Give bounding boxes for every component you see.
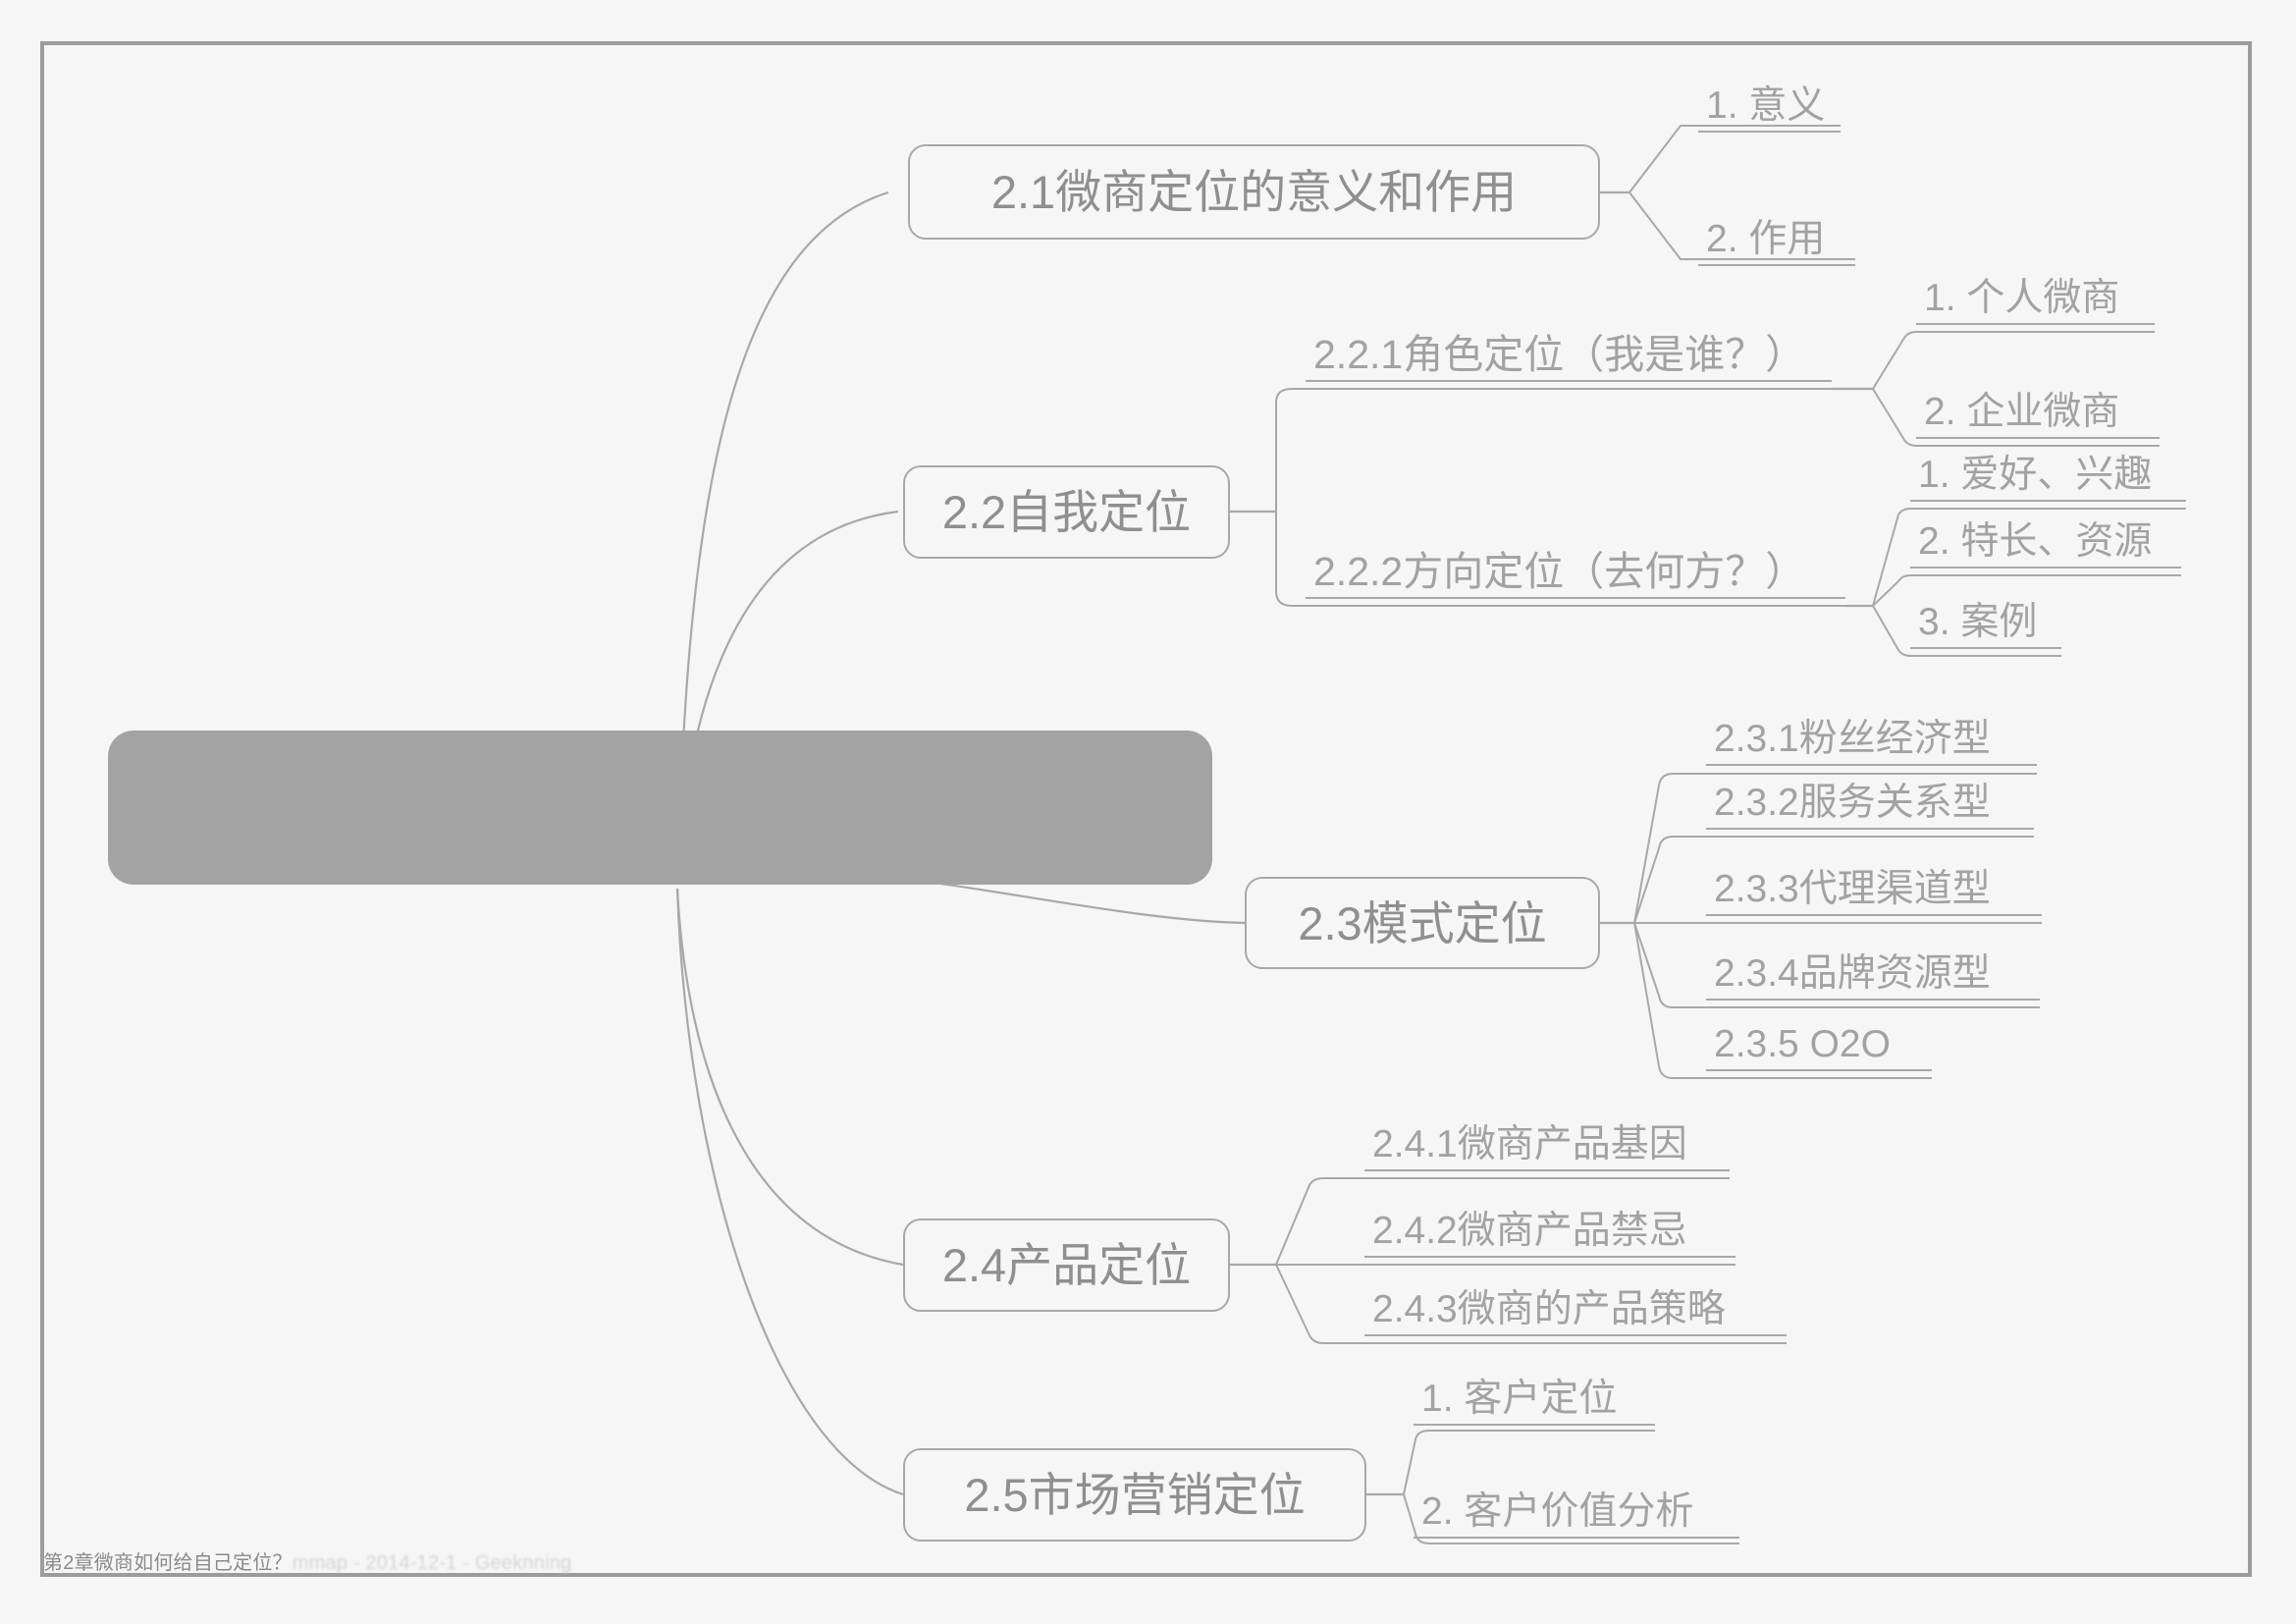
leaf-2-4-child-3-label: 2.4.3微商的产品策略 (1372, 1288, 1726, 1330)
leaf-2-3-child-1[interactable]: 2.3.1粉丝经济型 (1706, 718, 2037, 766)
link-2-5-child-1 (1403, 1430, 1655, 1495)
node-2-1-label: 2.1微商定位的意义和作用 (990, 166, 1518, 218)
leaf-2-2-1-child-2-label: 2. 企业微商 (1924, 391, 2120, 433)
footer-caption-meta: mmap - 2014-12-1 - Geeknning (292, 1552, 572, 1574)
leaf-2-4-child-2-label: 2.4.2微商产品禁忌 (1372, 1210, 1687, 1252)
leaf-2-3-child-4-label: 2.3.4品牌资源型 (1714, 952, 1991, 995)
leaf-2-5-child-1[interactable]: 1. 客户定位 (1414, 1378, 1655, 1426)
leaf-2-2-1-child-2[interactable]: 2. 企业微商 (1916, 391, 2160, 439)
leaf-2-1-child-1-label: 1. 意义 (1706, 84, 1826, 127)
leaf-2-1-child-1[interactable]: 1. 意义 (1698, 84, 1841, 133)
leaf-2-3-child-3-label: 2.3.3代理渠道型 (1714, 868, 1991, 910)
leaf-2-3-child-5[interactable]: 2.3.5 O2O (1706, 1023, 1932, 1071)
leaf-2-2-1[interactable]: 2.2.1角色定位（我是谁？） (1306, 332, 1832, 383)
leaf-2-3-child-1-label: 2.3.1粉丝经济型 (1714, 718, 1991, 760)
leaf-2-4-child-3[interactable]: 2.4.3微商的产品策略 (1364, 1288, 1787, 1336)
link-root-to-2-5 (675, 888, 904, 1496)
leaf-2-5-child-2-label: 2. 客户价值分析 (1421, 1490, 1694, 1533)
leaf-2-2-2-child-1[interactable]: 1. 爱好、兴趣 (1910, 454, 2186, 502)
node-2-4-label: 2.4产品定位 (941, 1239, 1192, 1291)
footer-caption: 第2章微商如何给自己定位？mmap - 2014-12-1 - Geeknnin… (43, 1546, 571, 1575)
link-2-1-child-1 (1629, 125, 1841, 193)
leaf-2-3-child-4[interactable]: 2.3.4品牌资源型 (1706, 952, 2040, 1001)
node-2-2-label: 2.2自我定位 (941, 486, 1192, 538)
leaf-2-2-2-child-3-label: 3. 案例 (1918, 601, 2038, 643)
leaf-2-2-2[interactable]: 2.2.2方向定位（去何方？） (1306, 549, 1845, 600)
node-2-5[interactable]: 2.5市场营销定位 (903, 1448, 1366, 1542)
leaf-2-1-child-2-label: 2. 作用 (1706, 218, 1826, 260)
leaf-2-2-1-child-1[interactable]: 1. 个人微商 (1916, 277, 2155, 325)
root-node[interactable] (108, 731, 1212, 885)
node-2-3[interactable]: 2.3模式定位 (1245, 877, 1600, 969)
leaf-2-2-2-label: 2.2.2方向定位（去何方？） (1313, 549, 1806, 594)
leaf-2-3-child-2-label: 2.3.2服务关系型 (1714, 782, 1991, 824)
leaf-2-3-child-3[interactable]: 2.3.3代理渠道型 (1706, 868, 2042, 916)
leaf-2-5-child-2[interactable]: 2. 客户价值分析 (1414, 1490, 1739, 1539)
leaf-2-2-2-child-1-label: 1. 爱好、兴趣 (1918, 454, 2153, 496)
node-2-4[interactable]: 2.4产品定位 (903, 1218, 1230, 1312)
leaf-2-2-1-label: 2.2.1角色定位（我是谁？） (1313, 332, 1806, 377)
leaf-2-4-child-1-label: 2.4.1微商产品基因 (1372, 1123, 1687, 1165)
leaf-2-1-child-2[interactable]: 2. 作用 (1698, 218, 1855, 266)
leaf-2-4-child-2[interactable]: 2.4.2微商产品禁忌 (1364, 1210, 1735, 1258)
link-root-to-2-4 (675, 888, 904, 1267)
footer-caption-title: 第2章微商如何给自己定位？ (43, 1552, 293, 1574)
leaf-2-2-2-child-3[interactable]: 3. 案例 (1910, 601, 2061, 649)
leaf-2-3-child-5-label: 2.3.5 O2O (1714, 1023, 1891, 1065)
link-2-2-child-1 (1275, 388, 1832, 512)
leaf-2-4-child-1[interactable]: 2.4.1微商产品基因 (1364, 1123, 1730, 1171)
link-2-2-1-child-1 (1872, 331, 2155, 390)
leaf-2-2-2-child-2-label: 2. 特长、资源 (1918, 520, 2153, 563)
leaf-2-3-child-2[interactable]: 2.3.2服务关系型 (1706, 782, 2034, 830)
leaf-2-2-1-child-1-label: 1. 个人微商 (1924, 277, 2120, 319)
node-2-5-label: 2.5市场营销定位 (964, 1469, 1306, 1521)
node-2-2[interactable]: 2.2自我定位 (903, 465, 1230, 559)
node-2-1[interactable]: 2.1微商定位的意义和作用 (908, 144, 1600, 240)
leaf-2-5-child-1-label: 1. 客户定位 (1421, 1378, 1618, 1420)
leaf-2-2-2-child-2[interactable]: 2. 特长、资源 (1910, 520, 2181, 568)
node-2-3-label: 2.3模式定位 (1298, 896, 1547, 949)
